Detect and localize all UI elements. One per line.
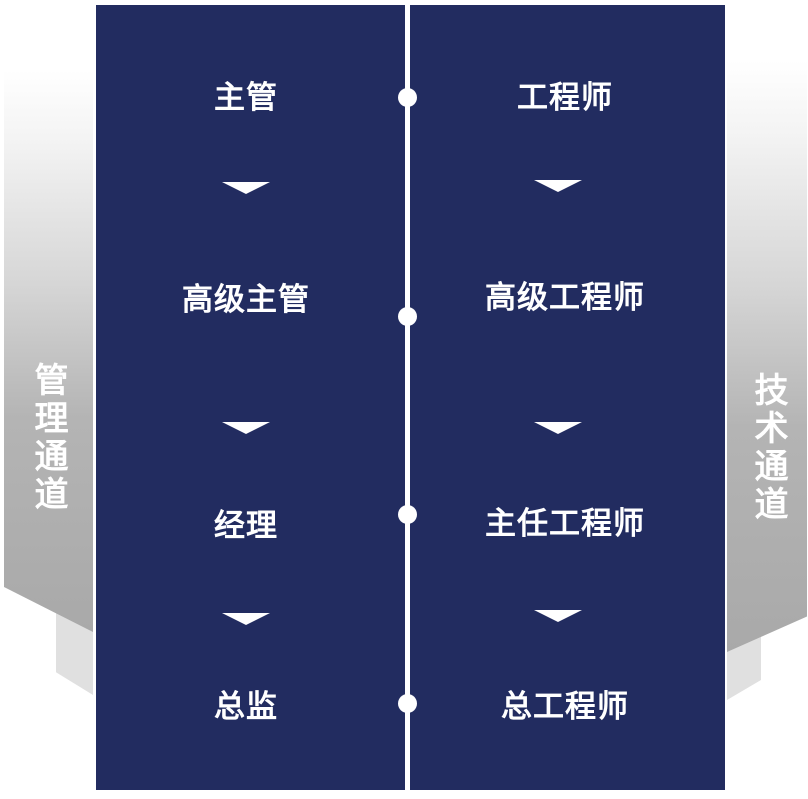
management-level-3: 经理 xyxy=(214,508,278,544)
down-arrow-icon xyxy=(222,422,270,434)
management-panel xyxy=(96,5,405,790)
technical-level-3: 主任工程师 xyxy=(485,506,645,542)
management-track-label: 管理通道 xyxy=(28,362,68,514)
technical-panel xyxy=(410,5,725,790)
center-divider xyxy=(405,5,410,790)
technical-level-4: 总工程师 xyxy=(501,689,629,725)
connector-dot-icon xyxy=(398,307,417,326)
management-level-1: 主管 xyxy=(214,80,278,116)
down-arrow-icon xyxy=(534,180,582,192)
technical-level-2: 高级工程师 xyxy=(485,280,645,316)
down-arrow-icon xyxy=(534,610,582,622)
down-arrow-icon xyxy=(222,613,270,625)
management-track-ribbon xyxy=(4,70,93,632)
down-arrow-icon xyxy=(534,422,582,434)
down-arrow-icon xyxy=(222,182,270,194)
connector-dot-icon xyxy=(398,88,417,107)
technical-track-ribbon xyxy=(727,60,807,652)
technical-level-1: 工程师 xyxy=(517,80,613,116)
connector-dot-icon xyxy=(398,694,417,713)
management-level-4: 总监 xyxy=(214,689,278,725)
technical-track-label: 技术通道 xyxy=(748,372,788,524)
connector-dot-icon xyxy=(398,505,417,524)
management-level-2: 高级主管 xyxy=(182,282,310,318)
